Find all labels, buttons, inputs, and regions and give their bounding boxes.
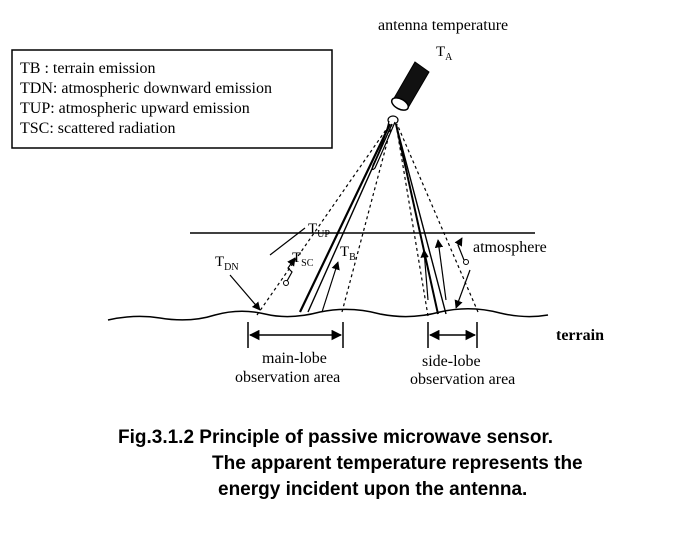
tdn-symbol: TDN <box>215 254 239 273</box>
caption-line3: energy incident upon the antenna. <box>218 479 527 500</box>
atmosphere-label: atmosphere <box>473 239 547 256</box>
main-lobe-label-line2: observation area <box>235 369 340 386</box>
side-lobe-span <box>427 322 478 348</box>
legend-item-tsc: TSC: scattered radiation <box>20 120 176 137</box>
tb-symbol: TB <box>340 244 356 263</box>
side-lobe-label-line1: side-lobe <box>422 353 481 370</box>
main-lobe-span <box>247 322 344 348</box>
legend-item-tdn: TDN: atmospheric downward emission <box>20 80 272 97</box>
ta-symbol: TA <box>436 44 453 63</box>
terrain-label: terrain <box>556 327 604 344</box>
tup-symbol: TUP <box>308 221 330 240</box>
tup-arrow <box>269 227 306 256</box>
side-lobe-label-line2: observation area <box>410 371 515 388</box>
antenna-temperature-label: antenna temperature <box>378 17 508 34</box>
caption-line2: The apparent temperature represents the <box>212 453 583 474</box>
legend-item-tup: TUP: atmospheric upward emission <box>20 100 250 117</box>
tsc-scatter-arrow <box>283 257 296 286</box>
legend-box: TB : terrain emission TDN: atmospheric d… <box>11 49 333 149</box>
terrain-surface-line <box>107 308 549 321</box>
tsc-symbol: TSC <box>292 250 314 269</box>
main-lobe-label-line1: main-lobe <box>262 350 327 367</box>
side-lobe-arrows <box>420 237 471 309</box>
caption-line1: Fig.3.1.2 Principle of passive microwave… <box>118 427 553 448</box>
legend-item-tb: TB : terrain emission <box>20 60 156 77</box>
side-lobe-beam <box>395 123 479 317</box>
tb-arrow <box>321 261 340 313</box>
tdn-arrow <box>229 274 261 311</box>
main-lobe-beam <box>256 123 393 316</box>
